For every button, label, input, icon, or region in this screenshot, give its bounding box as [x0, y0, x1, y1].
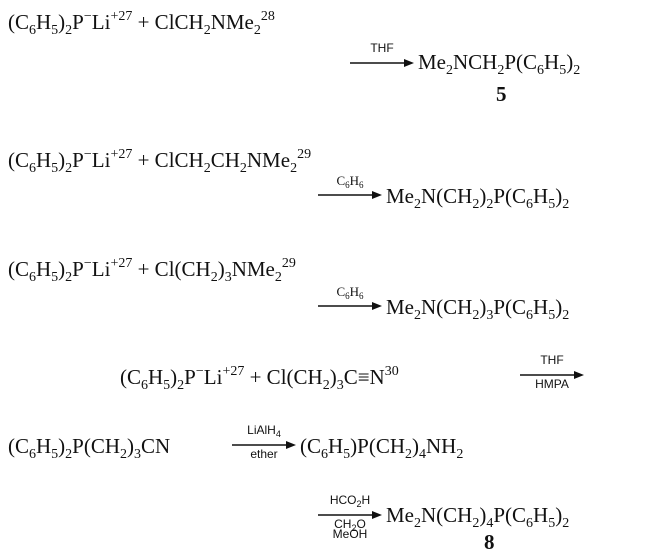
reaction-4-reactants: (C6H5)2P−Li+27 + Cl(CH2)3C≡N30 [120, 364, 399, 393]
reagent-ether: ether [250, 447, 278, 461]
ref-27: 27 [118, 147, 133, 162]
compound-number-8: 8 [484, 530, 495, 554]
reagent-thf: THF [540, 353, 564, 367]
reaction-2-product: Me2N(CH2)2P(C6H5)2 [386, 184, 570, 212]
reaction-4-arrow: THF HMPA [520, 352, 584, 392]
reaction-1-reactants: (C6H5)2P−Li+27 + ClCH2NMe228 [8, 9, 275, 38]
ref-27: 27 [118, 256, 133, 271]
reagent-benzene: C6H6 [336, 284, 364, 301]
reaction-3-product: Me2N(CH2)3P(C6H5)2 [386, 295, 570, 323]
arrow-icon [318, 191, 382, 199]
ref-29: 29 [281, 256, 296, 271]
reaction-1-arrow: THF [350, 40, 414, 80]
ref-28: 28 [260, 9, 275, 24]
arrow-icon [520, 371, 584, 379]
compound-number-5: 5 [496, 82, 507, 106]
reagent-benzene: C6H6 [336, 173, 364, 190]
reagent-thf: THF [370, 41, 394, 55]
reagent-formaldehyde: CH2O [334, 517, 366, 534]
ref-27: 27 [118, 9, 133, 24]
reaction-1-product: Me2NCH2P(C6H5)2 [418, 50, 581, 78]
reaction-6-product: Me2N(CH2)4P(C6H5)2 [386, 503, 570, 531]
reaction-3-reactants: (C6H5)2P−Li+27 + Cl(CH2)3NMe229 [8, 256, 296, 285]
arrow-icon [318, 302, 382, 310]
reaction-5-product: (C6H5)P(CH2)4NH2 [300, 434, 464, 462]
reagent-lialh4: LiAlH4 [247, 423, 281, 440]
reaction-5-arrow: LiAlH4 ether [232, 422, 296, 462]
ref-27: 27 [230, 364, 245, 379]
reagent-methanol: MeOH [332, 527, 368, 541]
reaction-5-reactant: (C6H5)2P(CH2)3CN [8, 434, 171, 462]
arrow-icon [350, 59, 414, 67]
arrow-icon [232, 441, 296, 449]
reagent-hmpa: HMPA [535, 377, 569, 391]
arrow-icon [318, 511, 382, 519]
ref-30: 30 [384, 364, 399, 379]
reaction-2-arrow: C6H6 [318, 172, 382, 212]
reaction-6-arrow: HCO2H CH2O MeOH [318, 492, 382, 541]
ref-29: 29 [297, 147, 312, 162]
reaction-2-reactants: (C6H5)2P−Li+27 + ClCH2CH2NMe229 [8, 147, 312, 176]
reaction-3-arrow: C6H6 [318, 283, 382, 323]
reagent-formic-acid: HCO2H [329, 493, 371, 510]
